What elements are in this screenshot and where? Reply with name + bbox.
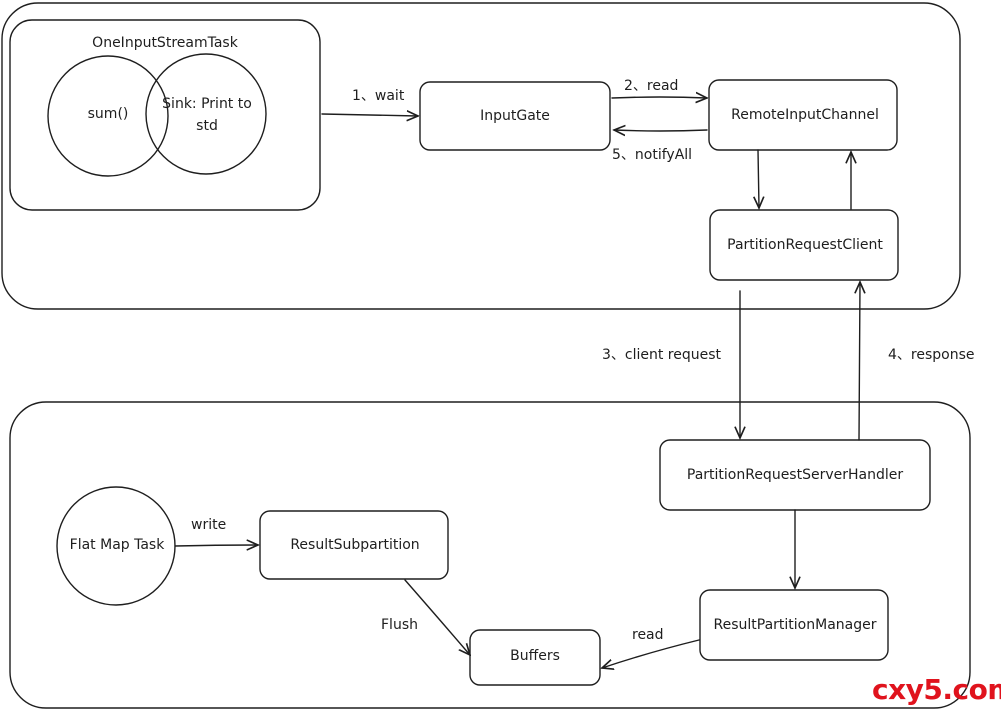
response-edge-label: 4、response xyxy=(888,347,975,363)
input-gate-node xyxy=(419,81,611,151)
notify-all-edge-label: 5、notifyAll xyxy=(612,147,693,163)
sum-label: sum() xyxy=(87,106,129,122)
read-channel-arrow xyxy=(611,97,707,98)
remote-input-channel-node xyxy=(708,79,898,151)
write-arrow xyxy=(174,545,258,546)
sink-circle xyxy=(145,53,267,175)
remote-input-channel-label: RemoteInputChannel xyxy=(731,107,879,123)
notify-all-arrow xyxy=(614,130,708,131)
sink-label: Sink: Print to std xyxy=(162,96,252,134)
buffers-label: Buffers xyxy=(510,648,560,664)
lower-container xyxy=(9,401,971,709)
one-input-stream-task-box xyxy=(9,19,321,211)
response-arrow xyxy=(859,282,860,441)
client-request-edge-label: 3、client request xyxy=(602,347,722,363)
sum-circle xyxy=(47,55,169,177)
result-partition-manager-label: ResultPartitionManager xyxy=(713,617,877,633)
partition-request-server-handler-label: PartitionRequestServerHandler xyxy=(686,467,904,483)
upper-container xyxy=(1,2,961,310)
partition-request-client-node xyxy=(709,209,899,281)
buffers-node xyxy=(469,629,601,686)
flat-map-task-label: Flat Map Task xyxy=(69,537,165,553)
wait-edge-label: 1、wait xyxy=(352,88,405,104)
read-manager-edge-label: read xyxy=(632,627,664,643)
result-subpartition-node xyxy=(259,510,449,580)
wait-arrow xyxy=(321,114,418,116)
one-input-stream-task-title: OneInputStreamTask xyxy=(92,35,238,51)
channel-to-client-arrow xyxy=(758,149,759,208)
watermark: cxy5.com xyxy=(872,673,1001,706)
flush-edge-label: Flush xyxy=(381,617,418,633)
write-edge-label: write xyxy=(191,517,227,533)
flush-arrow xyxy=(404,579,470,655)
result-subpartition-label: ResultSubpartition xyxy=(290,537,420,553)
input-gate-label: InputGate xyxy=(480,108,550,124)
read-manager-arrow xyxy=(602,639,700,668)
read-channel-edge-label: 2、read xyxy=(624,78,679,94)
partition-request-client-label: PartitionRequestClient xyxy=(727,237,883,253)
result-partition-manager-node xyxy=(699,589,889,661)
